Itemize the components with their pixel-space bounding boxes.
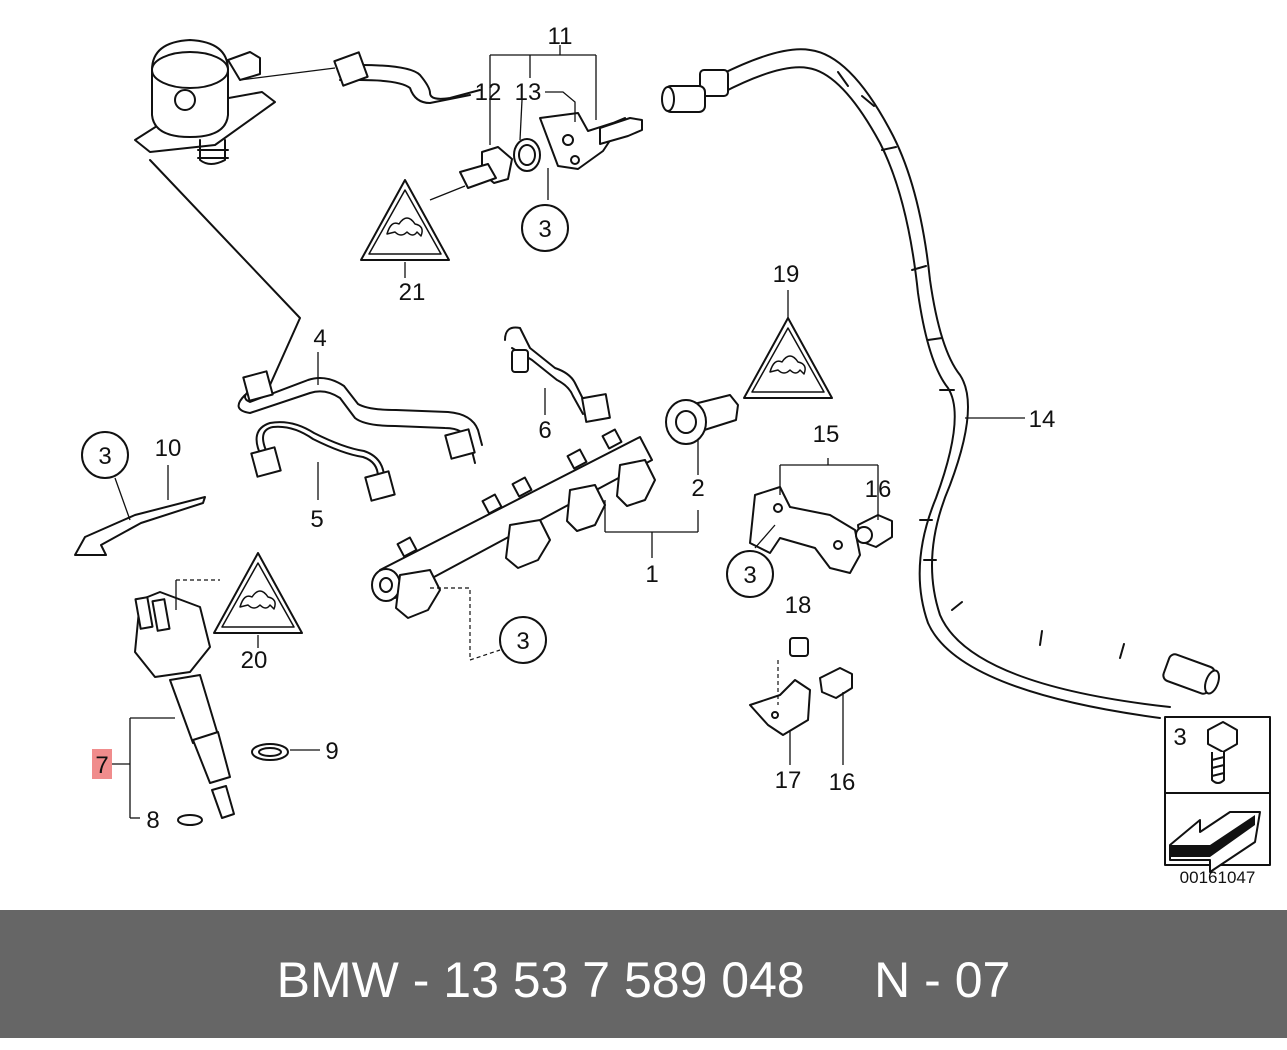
callout-14: 14 [1029,406,1056,433]
callout-12: 12 [475,79,502,106]
rail-cap [665,394,739,475]
fuel-hose [661,48,1220,719]
callout-13: 13 [515,79,542,106]
warning-triangle-21 [360,179,450,261]
ref-circle [521,204,569,252]
callout-15: 15 [813,421,840,448]
injection-line-6 [504,326,611,423]
callout-3: 3 [516,628,529,655]
part-number-caption: BMW - 13 53 7 589 048 N - 07 [276,952,1011,1008]
bracket-17 [749,637,853,765]
callout-8: 8 [146,807,159,834]
fuel-rail [371,428,699,661]
seal-rings [177,743,320,826]
ref-circle [726,550,774,598]
parts-diagram: 11 12 13 3 21 19 4 6 14 15 3 10 2 16 5 1… [74,23,1271,873]
ref-circle [81,431,129,479]
callout-17: 17 [775,767,802,794]
warning-triangle-19 [743,317,833,399]
pressure-sensor-assembly [429,45,643,201]
callout-10: 10 [155,435,182,462]
callout-7: 7 [95,752,108,779]
footer-bar: BMW - 13 53 7 589 048 N - 07 [0,910,1287,1038]
callout-1: 1 [645,561,658,588]
bracket-15 [749,458,893,574]
highlight-marker [92,749,112,779]
callout-3: 3 [538,216,551,243]
callout-21: 21 [399,279,426,306]
callout-18: 18 [785,592,812,619]
clip-10 [74,465,206,556]
callout-11: 11 [548,23,573,50]
callout-9: 9 [325,738,338,765]
callout-5: 5 [310,506,323,533]
callout-19: 19 [773,261,800,288]
callout-2: 2 [691,475,704,502]
injector [110,579,235,819]
warning-triangle-20 [213,552,303,634]
feed-line [239,51,481,104]
ref-circle [499,616,547,664]
injection-line-4 [149,159,483,464]
high-pressure-pump [134,39,276,165]
injection-line-5 [250,421,396,502]
callout-20: 20 [241,647,268,674]
callout-4: 4 [313,325,326,352]
legend-callout-3: 3 [1173,724,1186,751]
legend-box [1164,716,1271,873]
callout-3: 3 [98,443,111,470]
callout-6: 6 [538,417,551,444]
callout-3: 3 [743,562,756,589]
callout-16: 16 [865,476,892,503]
diagram-number: 00161047 [1179,868,1256,887]
callout-16: 16 [829,769,856,796]
